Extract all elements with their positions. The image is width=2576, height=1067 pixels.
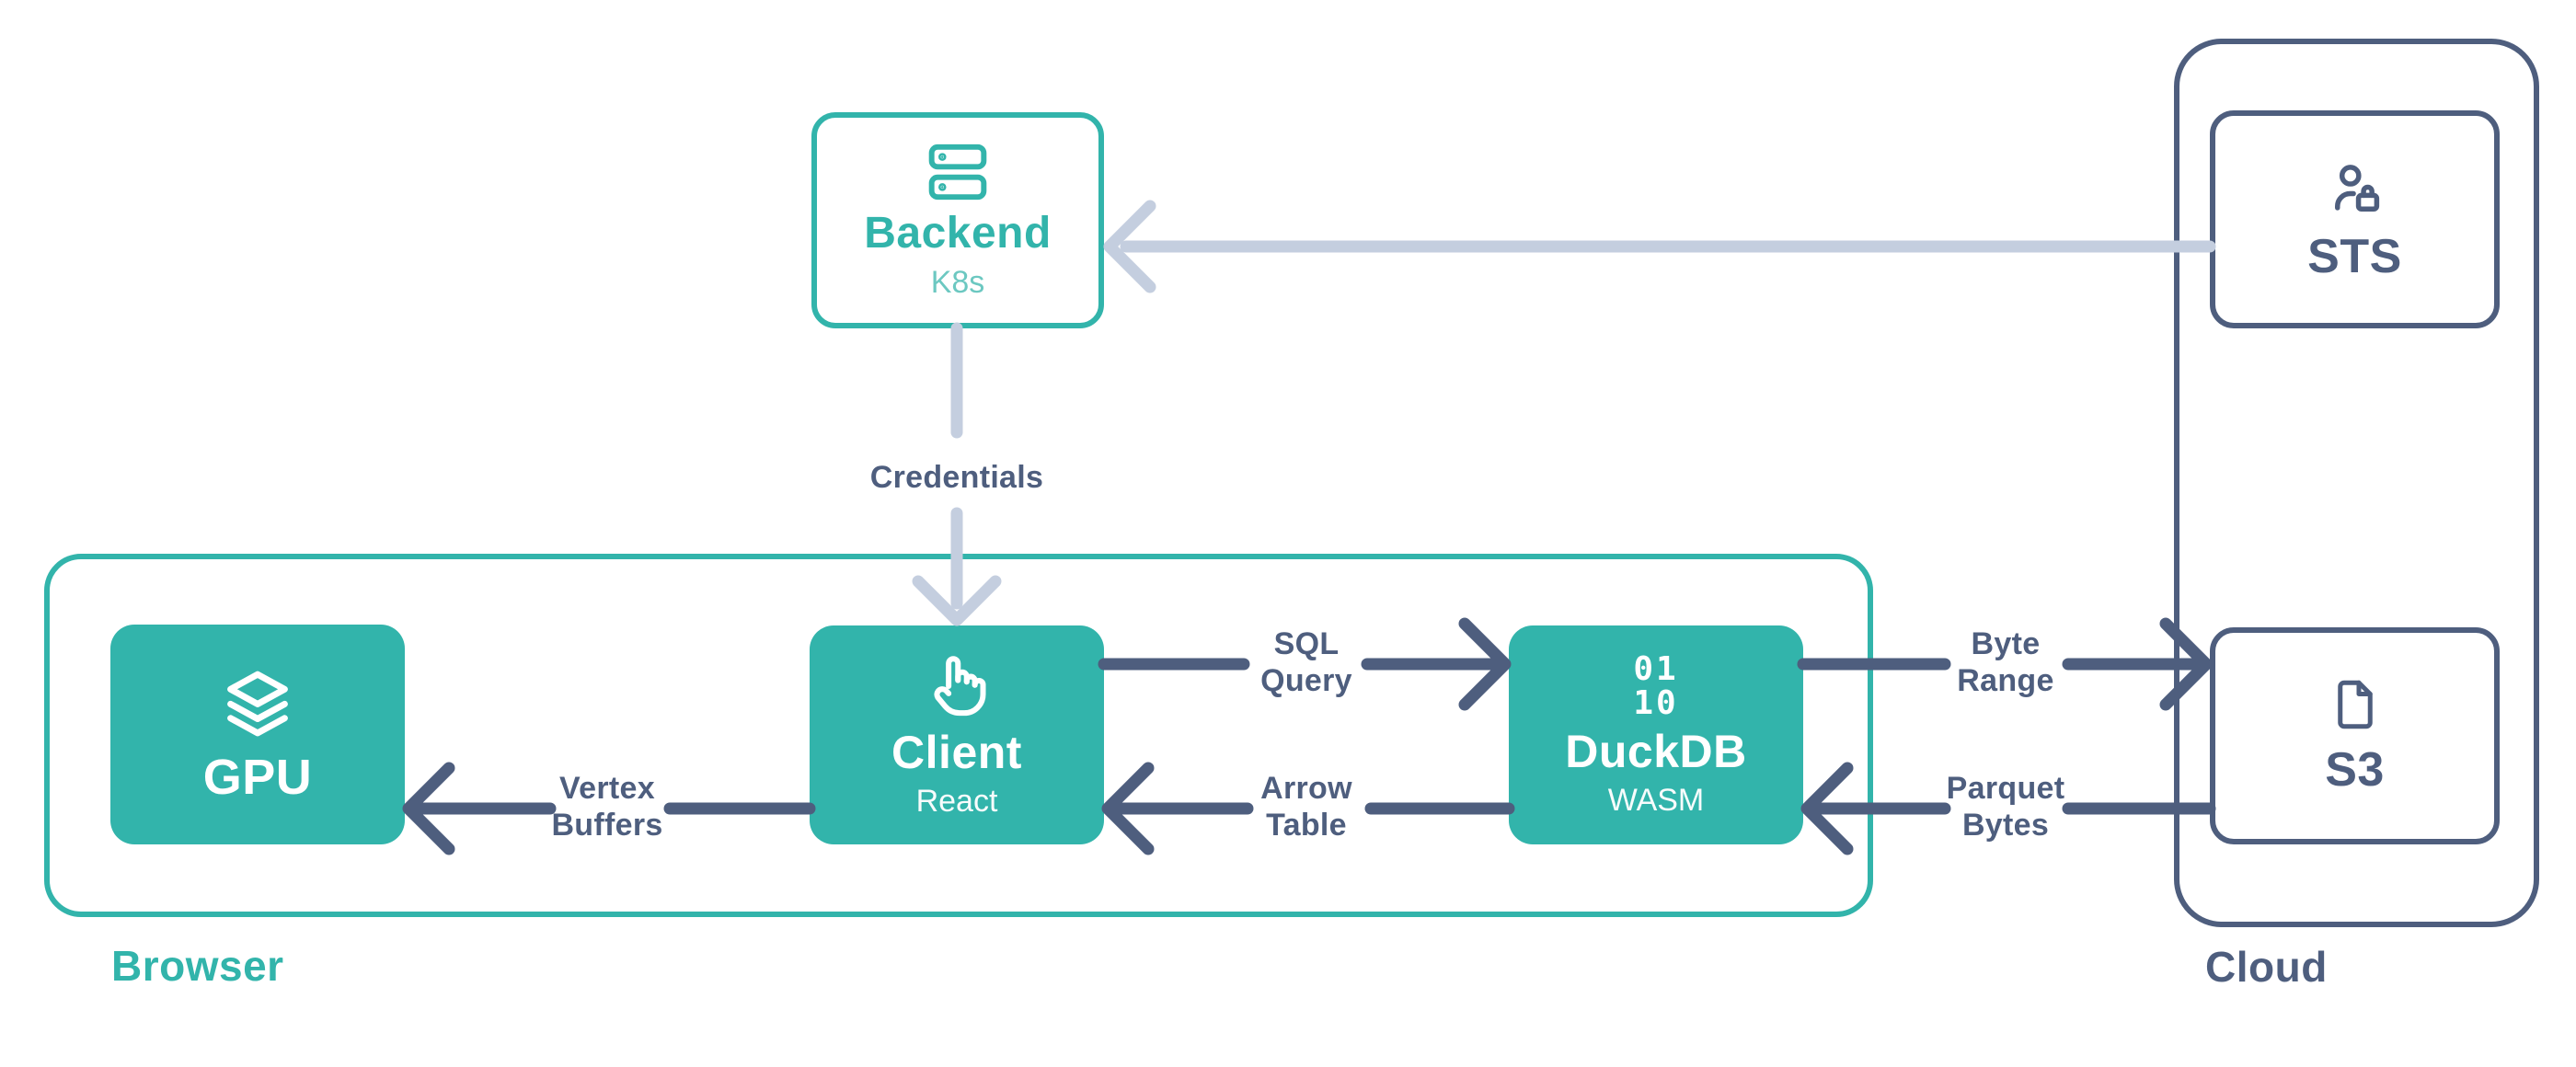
tap-icon	[934, 656, 986, 717]
client-subtitle: React	[915, 784, 998, 819]
edge-label-arrow-table-line2: Table	[1266, 808, 1347, 843]
edge-label-arrow-table: Arrow Table	[1196, 770, 1417, 843]
edge-label-sql-query-line2: Query	[1260, 663, 1352, 698]
arrow-s3-to-duckdb	[1800, 762, 2216, 855]
server-icon	[928, 143, 987, 200]
sts-node: STS	[2210, 110, 2500, 328]
edge-label-arrow-table-line1: Arrow	[1260, 771, 1352, 806]
backend-subtitle: K8s	[930, 264, 985, 300]
edge-label-parquet-bytes: Parquet Bytes	[1895, 770, 2116, 843]
user-lock-icon	[2334, 164, 2379, 212]
s3-title: S3	[2325, 743, 2385, 797]
edge-label-vertex-buffers: Vertex Buffers	[497, 770, 718, 843]
edge-label-vertex-buffers-line1: Vertex	[559, 771, 655, 806]
edge-label-byte-range-line1: Byte	[1971, 626, 2041, 661]
arrow-duckdb-to-s3	[1797, 617, 2213, 711]
binary-icon-line1: 01	[1633, 650, 1679, 688]
arrow-sts-to-backend	[1103, 200, 2216, 293]
layers-icon	[227, 671, 288, 736]
edge-label-byte-range-line2: Range	[1957, 663, 2054, 698]
edge-label-vertex-buffers-line2: Buffers	[551, 808, 663, 843]
client-node: Client React	[810, 625, 1104, 844]
cloud-container	[2174, 39, 2539, 927]
arrow-client-to-duckdb	[1098, 617, 1512, 711]
edge-label-sql-query-line1: SQL	[1273, 626, 1340, 661]
edge-label-sql-query: SQL Query	[1196, 625, 1417, 699]
cloud-container-label: Cloud	[2205, 943, 2328, 991]
edge-label-credentials: Credentials	[869, 460, 1044, 495]
arrow-duckdb-to-client	[1101, 762, 1515, 855]
browser-container-label: Browser	[111, 942, 284, 990]
sts-title: STS	[2307, 229, 2402, 283]
duckdb-subtitle: WASM	[1607, 783, 1705, 818]
binary-icon-line2: 10	[1633, 684, 1679, 722]
backend-title: Backend	[864, 208, 1052, 258]
edge-label-parquet-bytes-line2: Bytes	[1961, 808, 2050, 843]
file-icon	[2337, 680, 2373, 729]
client-title: Client	[891, 727, 1022, 778]
s3-node: S3	[2210, 627, 2500, 844]
arrow-backend-to-client	[912, 322, 1002, 626]
edge-label-parquet-bytes-line1: Parquet	[1946, 771, 2065, 806]
edge-label-byte-range: Byte Range	[1895, 625, 2116, 699]
duckdb-node: 01 10 DuckDB WASM	[1509, 625, 1803, 844]
gpu-node: GPU	[110, 625, 405, 844]
gpu-title: GPU	[202, 749, 313, 805]
duckdb-title: DuckDB	[1565, 726, 1747, 777]
binary-icon: 01 10	[1633, 652, 1678, 720]
arrow-client-to-gpu	[402, 762, 816, 855]
